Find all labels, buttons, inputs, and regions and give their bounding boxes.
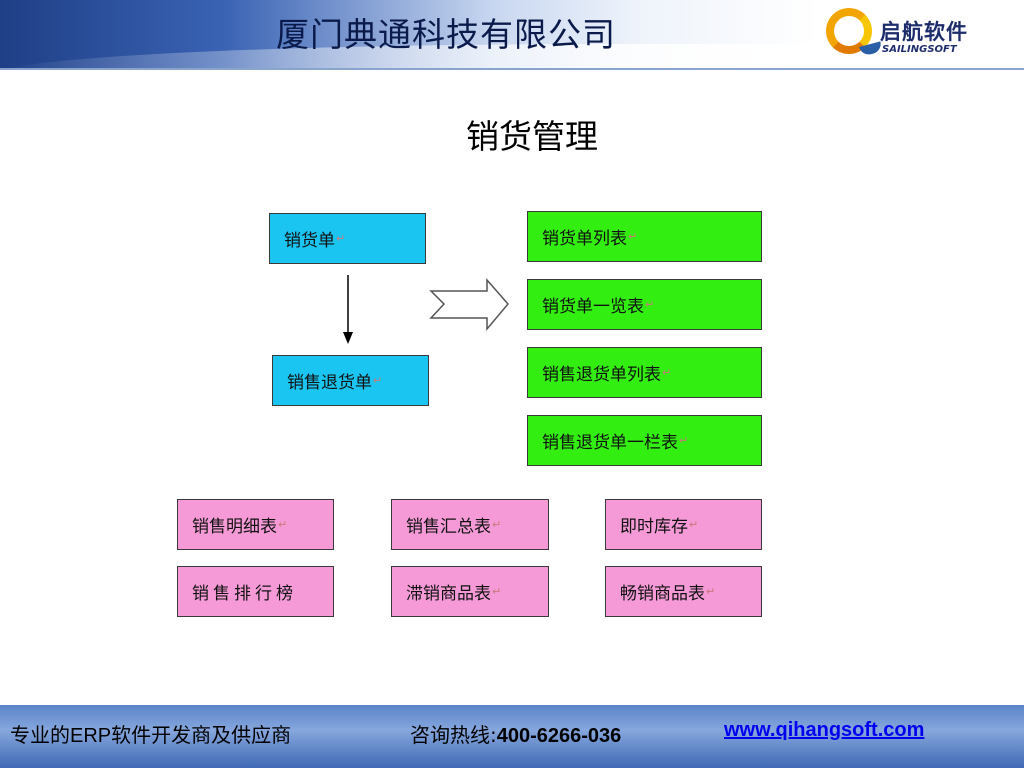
node-sales-ranking: 销售排行榜: [177, 566, 334, 617]
return-mark: ↵: [373, 374, 383, 387]
node-label: 销货单列表: [542, 229, 627, 249]
header-divider: [0, 68, 1024, 70]
return-mark: ↵: [645, 298, 655, 311]
node-label: 畅销商品表: [620, 584, 705, 604]
node-sales-detail: 销售明细表↵: [177, 499, 334, 550]
node-slow-sellers: 滞销商品表↵: [391, 566, 549, 617]
slogan-part-b: ERP: [70, 725, 112, 747]
return-mark: ↵: [662, 366, 672, 379]
return-mark: ↵: [278, 518, 288, 531]
footer-slogan: 专业的ERP软件开发商及供应商: [10, 719, 291, 748]
return-mark: ↵: [706, 585, 716, 598]
page-title: 销货管理: [466, 117, 598, 156]
node-label: 销货单: [284, 231, 335, 251]
node-label: 销售退货单: [287, 373, 372, 393]
node-label: 滞销商品表: [406, 584, 491, 604]
node-label: 销售排行榜: [192, 584, 297, 604]
hotline-label: 咨询热线:: [410, 723, 497, 747]
node-sales-summary: 销售汇总表↵: [391, 499, 549, 550]
slogan-part-c: 软件开发商及供应商: [111, 723, 292, 747]
node-best-sellers: 畅销商品表↵: [605, 566, 762, 617]
company-name: 厦门典通科技有限公司: [276, 15, 616, 54]
node-label: 销售退货单列表: [542, 365, 661, 385]
node-sales-order-list: 销货单列表↵: [527, 211, 762, 262]
node-sales-return-list: 销售退货单列表↵: [527, 347, 762, 398]
right-block-arrow: [429, 278, 509, 332]
node-label: 销售汇总表: [406, 517, 491, 537]
logo-text-cn: 启航软件: [880, 20, 968, 44]
node-label: 销货单一览表: [542, 297, 644, 317]
node-sales-order-overview: 销货单一览表↵: [527, 279, 762, 330]
return-mark: ↵: [492, 585, 502, 598]
return-mark: ↵: [628, 230, 638, 243]
footer-band: 专业的ERP软件开发商及供应商 咨询热线:400-6266-036 www.qi…: [0, 705, 1024, 768]
node-label: 销售明细表: [192, 517, 277, 537]
node-realtime-stock: 即时库存↵: [605, 499, 762, 550]
return-mark: ↵: [679, 434, 689, 447]
node-sales-return: 销售退货单↵: [272, 355, 429, 406]
sailingsoft-logo: 启航软件 SAILINGSOFT: [826, 8, 976, 64]
slogan-part-a: 专业的: [10, 723, 70, 747]
return-mark: ↵: [492, 518, 502, 531]
down-arrow-head: [343, 332, 353, 344]
return-mark: ↵: [336, 232, 346, 245]
logo-text-en: SAILINGSOFT: [882, 44, 957, 55]
return-mark: ↵: [689, 518, 699, 531]
footer-hotline: 咨询热线:400-6266-036: [410, 719, 621, 748]
node-sales-order: 销货单↵: [269, 213, 426, 264]
hotline-number: 400-6266-036: [496, 725, 622, 747]
node-label: 销售退货单一栏表: [542, 433, 678, 453]
node-sales-return-overview: 销售退货单一栏表↵: [527, 415, 762, 466]
logo-ring-icon: [826, 8, 872, 54]
website-link[interactable]: www.qihangsoft.com: [724, 719, 925, 741]
node-label: 即时库存: [620, 517, 688, 537]
